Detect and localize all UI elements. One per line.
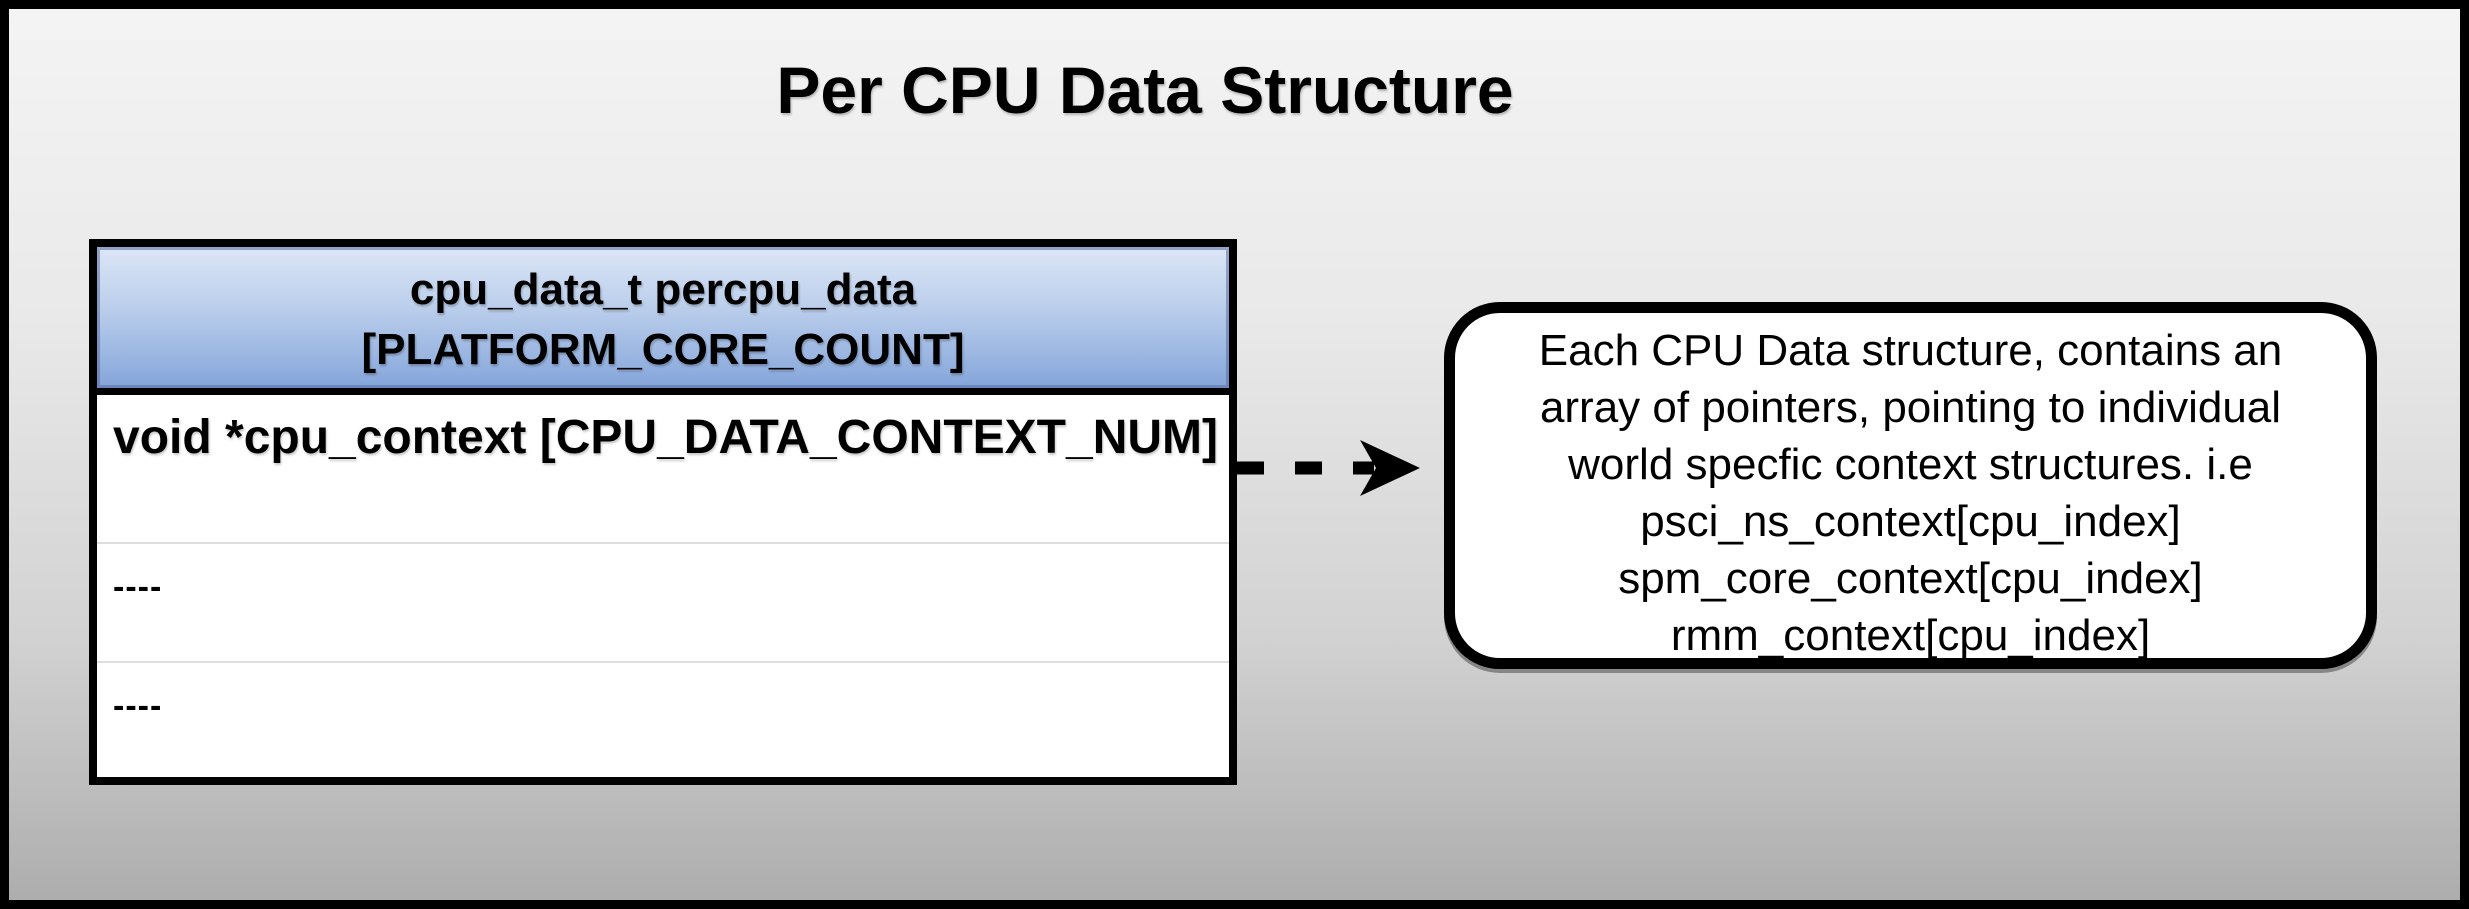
row-label: void *cpu_context [CPU_DATA_CONTEXT_NUM] [113,411,1218,464]
callout-line: Each CPU Data structure, contains an [1538,326,2283,375]
table-row-placeholder: ---- [97,544,1229,663]
callout-line: world specfic context structures. i.e [1568,440,2253,489]
struct-header-line2: [PLATFORM_CORE_COUNT] [361,325,965,374]
diagram-title: Per CPU Data Structure [776,53,1514,127]
struct-header-line1: cpu_data_t percpu_data [409,265,917,314]
cpu-data-struct-table: cpu_data_t percpu_data [PLATFORM_CORE_CO… [89,239,1237,785]
callout-line: array of pointers, pointing to individua… [1539,383,2282,432]
callout-line: spm_core_context[cpu_index] [1618,554,2203,603]
table-row-cpu-context: void *cpu_context [CPU_DATA_CONTEXT_NUM] [97,395,1229,544]
struct-table-header: cpu_data_t percpu_data [PLATFORM_CORE_CO… [97,247,1229,395]
callout-line: psci_ns_context[cpu_index] [1640,497,2181,546]
row-label: ---- [113,687,163,725]
callout-line: rmm_context[cpu_index] [1670,611,2151,660]
callout-note: Each CPU Data structure, contains an arr… [1444,302,2377,669]
row-label: ---- [113,568,163,606]
table-row-placeholder: ---- [97,663,1229,777]
